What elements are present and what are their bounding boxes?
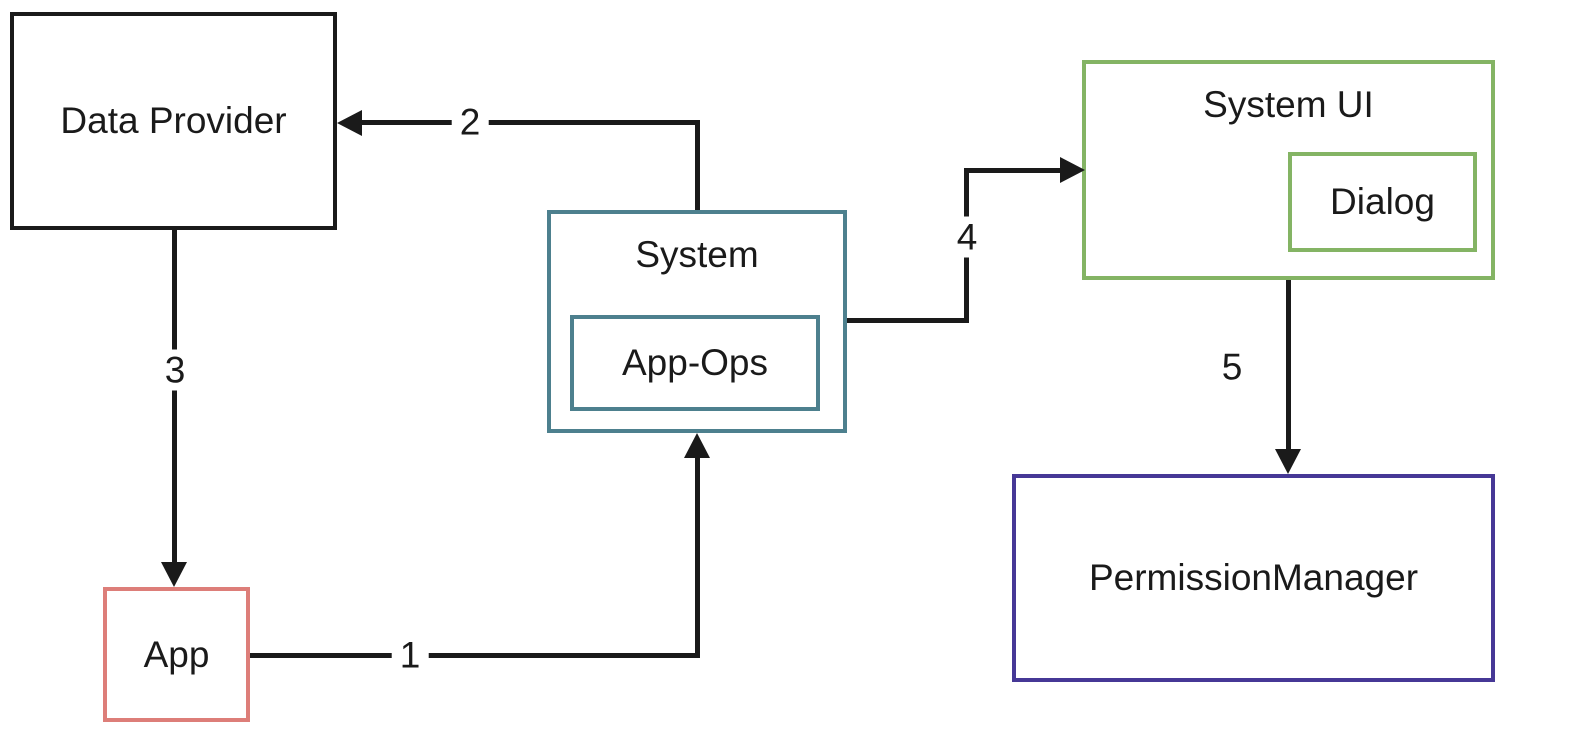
edge-4-line-horizontal-upper	[964, 168, 1066, 173]
node-app-ops-label: App-Ops	[621, 342, 768, 383]
edge-4-line-horizontal-lower	[847, 318, 969, 323]
edge-label-5: 5	[1213, 346, 1251, 388]
edge-label-3: 3	[156, 349, 194, 391]
edge-2-line-vertical	[695, 120, 700, 210]
edge-5-line-vertical	[1286, 280, 1291, 462]
node-app: App	[103, 587, 250, 722]
node-system: System App-Ops	[547, 210, 847, 433]
edge-label-4: 4	[948, 216, 986, 258]
node-permission-manager-label: PermissionManager	[1088, 557, 1419, 598]
node-dialog-label: Dialog	[1330, 181, 1435, 222]
node-system-ui: System UI Dialog	[1082, 60, 1495, 280]
edge-1-line-vertical	[695, 445, 700, 657]
node-system-ui-label: System UI	[1203, 84, 1374, 125]
node-app-label: App	[143, 633, 210, 675]
edge-label-1: 1	[391, 634, 429, 676]
node-permission-manager: PermissionManager	[1012, 474, 1495, 682]
node-data-provider: Data Provider	[10, 12, 337, 230]
edge-2-arrowhead-icon	[337, 110, 362, 136]
edge-3-arrowhead-icon	[161, 562, 187, 587]
edge-1-line-horizontal	[250, 653, 700, 658]
edge-label-2: 2	[451, 101, 489, 143]
node-data-provider-label: Data Provider	[60, 100, 287, 141]
node-app-ops: App-Ops	[570, 315, 820, 411]
node-dialog: Dialog	[1288, 152, 1477, 252]
node-system-label: System	[635, 234, 759, 275]
edge-1-arrowhead-icon	[684, 433, 710, 458]
edge-2-line-horizontal	[355, 120, 700, 125]
edge-3-line-vertical	[172, 230, 177, 575]
edge-5-arrowhead-icon	[1275, 449, 1301, 474]
edge-4-arrowhead-icon	[1060, 157, 1085, 183]
